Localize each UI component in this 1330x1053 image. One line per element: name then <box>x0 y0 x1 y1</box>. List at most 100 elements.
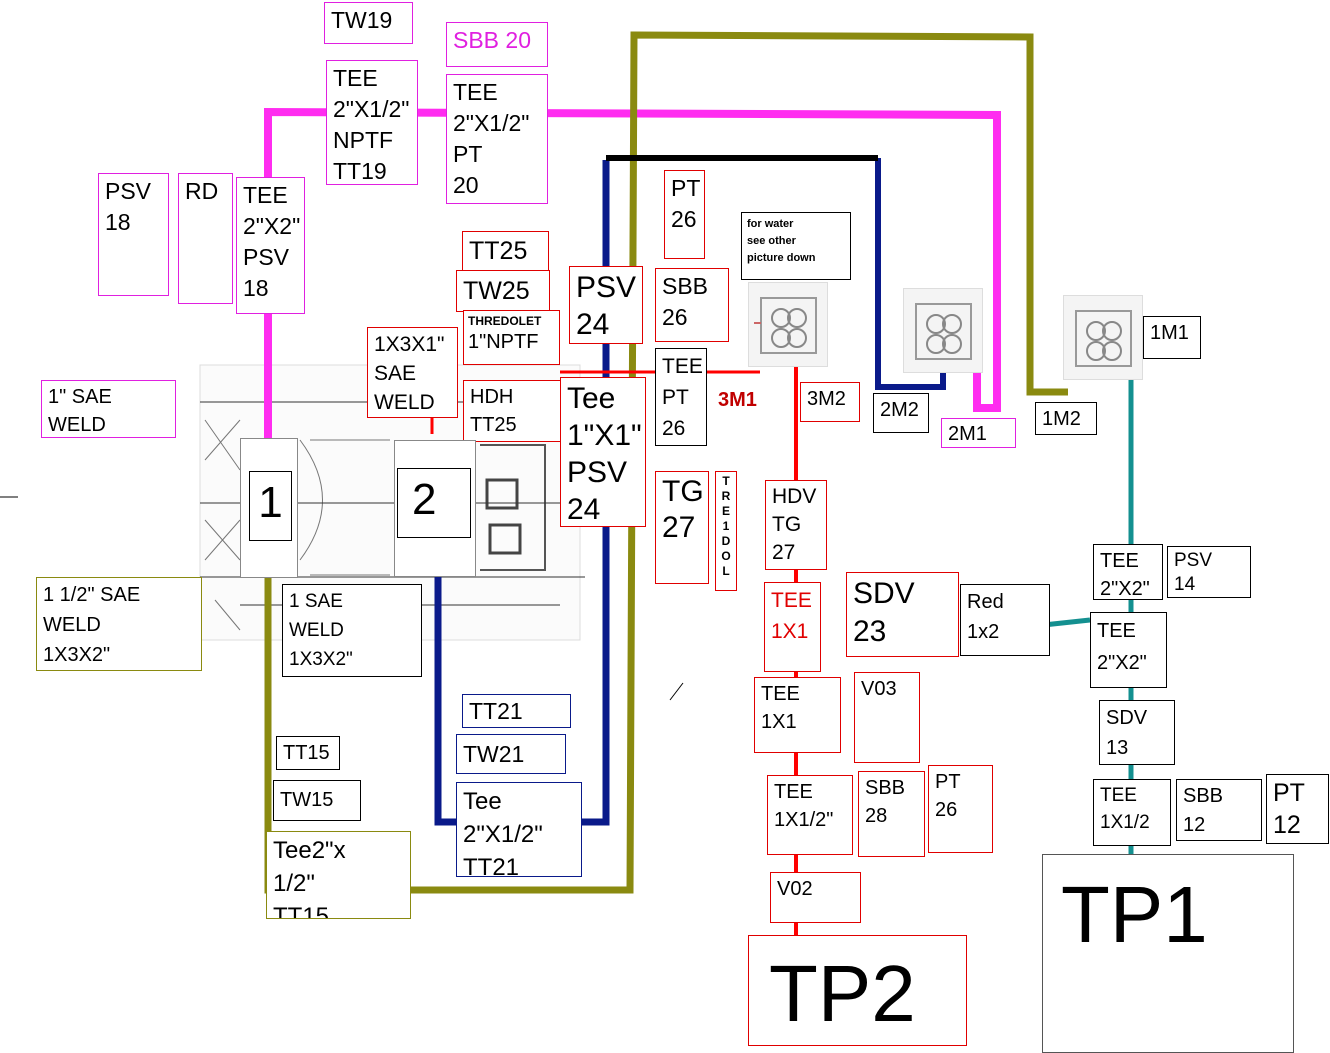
machine-1: 1 <box>240 438 298 578</box>
label-line: 26 <box>671 206 697 232</box>
note-line: for water <box>747 218 794 230</box>
label-line: SBB <box>662 273 709 299</box>
note-line: see other <box>747 235 796 247</box>
label-tw21: TW21 <box>456 734 566 774</box>
tp2-box: TP2 <box>748 935 967 1046</box>
label-line: 18 <box>105 209 131 235</box>
label-line: 2 <box>412 475 437 524</box>
label-line: SBB 20 <box>453 27 531 53</box>
valve-icon <box>754 297 817 354</box>
label-line: R <box>721 489 731 503</box>
label-line: 1 <box>722 519 730 533</box>
pipe-magenta <box>264 107 1001 448</box>
label-line: TEE <box>1100 785 1137 806</box>
label-v02: V02 <box>770 872 861 923</box>
tp1-label: TP1 <box>1061 870 1208 959</box>
label-line: TW25 <box>463 277 530 305</box>
label-line: 28 <box>865 805 888 827</box>
label-line: TEE <box>1100 550 1139 572</box>
label-line: 1X3X2" <box>43 644 111 666</box>
label-line: TEE <box>761 683 800 705</box>
label-v03: V03 <box>854 672 920 763</box>
label-line: TT21 <box>469 698 523 724</box>
label-line: 2"X2" <box>1097 652 1147 674</box>
label-tee-1x1-red: TEE 1X1 <box>764 582 821 672</box>
valve-2m <box>903 288 983 373</box>
label-line: WELD <box>374 391 435 414</box>
label-tw15: TW15 <box>273 780 361 821</box>
label-3m2: 3M2 <box>800 382 860 422</box>
machine-2-label: 2 <box>397 468 471 538</box>
label-sbb26: SBB 26 <box>655 268 729 342</box>
label-line: 13 <box>1106 737 1129 759</box>
label-line: T <box>722 474 730 488</box>
label-2m2: 2M2 <box>873 393 929 433</box>
label-line: V02 <box>777 878 813 900</box>
label-line: 2"X2" <box>1100 578 1150 600</box>
label-line: 12 <box>1273 811 1301 839</box>
label-line: SAE <box>374 362 417 385</box>
label-line: WELD <box>289 620 344 641</box>
label-line: 1" SAE <box>48 386 112 408</box>
label-line: 2"X1/2" <box>463 821 543 848</box>
label-line: SDV <box>853 577 915 610</box>
label-line: PSV <box>567 456 628 489</box>
label-line: TW15 <box>280 789 334 811</box>
label-line: PSV <box>243 244 290 270</box>
pipe-navy-right <box>875 158 946 390</box>
label-line: PT <box>662 386 689 409</box>
label-tee-2x2-a: TEE 2"X2" <box>1093 544 1163 600</box>
label-line: 2"X1/2" <box>453 110 530 136</box>
label-line: L <box>722 564 730 578</box>
label-1m1: 1M1 <box>1143 316 1201 359</box>
note-line: picture down <box>747 252 816 264</box>
label-line: TEE <box>771 589 812 612</box>
label-line: TT25 <box>470 414 517 436</box>
label-line: TT15 <box>273 903 330 919</box>
label-tt15: TT15 <box>276 736 340 770</box>
label-line: 3M1 <box>718 389 757 411</box>
label-line: 14 <box>1174 574 1196 595</box>
label-tw25: TW25 <box>456 270 550 312</box>
label-psv14: PSV 14 <box>1167 546 1251 598</box>
label-line: PSV <box>1174 550 1213 571</box>
label-rd: RD <box>178 173 233 304</box>
label-line: 1X1 <box>761 711 797 733</box>
label-2m1: 2M1 <box>941 418 1016 448</box>
label-line: 26 <box>662 304 688 330</box>
label-line: TT21 <box>463 854 520 877</box>
label-line: 1X1/2 <box>1100 812 1150 833</box>
valve-3m <box>748 282 828 367</box>
label-line: 1X1/2" <box>774 809 834 831</box>
label-tt25: TT25 <box>462 231 549 271</box>
label-line: 24 <box>576 308 610 341</box>
label-line: TEE <box>1097 620 1136 642</box>
label-line: SBB <box>1183 785 1224 807</box>
label-sbb20: SBB 20 <box>446 22 548 67</box>
label-line: PT <box>453 141 483 167</box>
label-tw19: TW19 <box>324 2 413 44</box>
label-line: 1X1 <box>771 620 809 643</box>
label-line: E <box>721 504 730 518</box>
label-line: Red <box>967 591 1004 613</box>
label-line: 1"NPTF <box>468 331 539 353</box>
label-line: HDV <box>772 485 817 508</box>
label-line: 1 SAE <box>289 591 343 612</box>
